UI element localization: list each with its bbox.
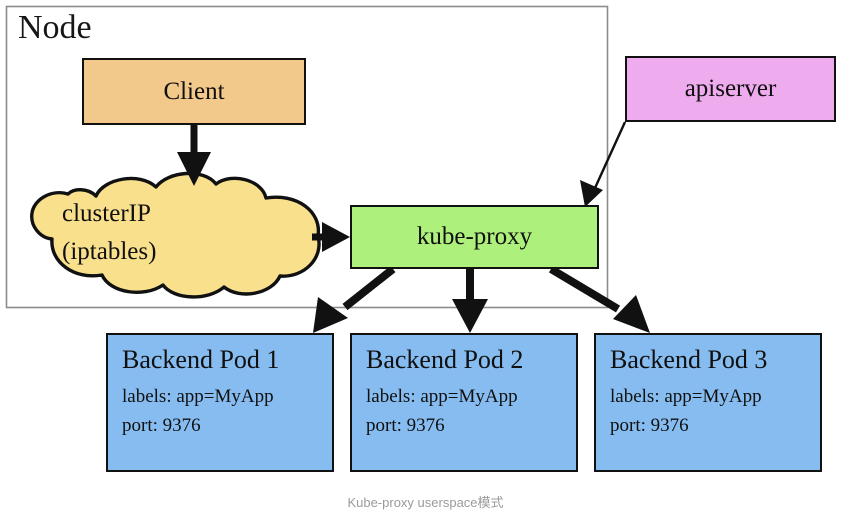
pod-title: Backend Pod 3: [610, 345, 768, 374]
kube-proxy-label: kube-proxy: [416, 223, 533, 250]
pod-details: labels: app=MyApp port: 9376: [122, 382, 274, 440]
edge-kubeproxy-to-pod-2: [452, 269, 488, 333]
backend-pod-1-box[interactable]: Backend Pod 1 labels: app=MyApp port: 93…: [106, 333, 334, 472]
node-title: Node: [18, 9, 92, 46]
apiserver-label: apiserver: [684, 75, 777, 102]
pod-details: labels: app=MyApp port: 9376: [366, 382, 518, 440]
backend-pod-3-box[interactable]: Backend Pod 3 labels: app=MyApp port: 93…: [594, 333, 822, 472]
edge-kubeproxy-to-pod-3: [548, 265, 650, 333]
figure-caption: Kube-proxy userspace模式: [347, 495, 504, 510]
pod-port: port: 9376: [122, 415, 201, 436]
pod-title: Backend Pod 2: [366, 345, 524, 374]
edge-apiserver-to-kubeproxy: [580, 121, 627, 207]
cluster-ip-cloud: [30, 171, 321, 299]
pod-port: port: 9376: [366, 415, 445, 436]
client-box[interactable]: Client: [82, 58, 306, 125]
apiserver-box[interactable]: apiserver: [625, 56, 836, 122]
pod-title: Backend Pod 1: [122, 345, 280, 374]
node-boundary-rect: [5, 5, 609, 309]
pod-labels: labels: app=MyApp: [610, 386, 762, 407]
backend-pod-2-box[interactable]: Backend Pod 2 labels: app=MyApp port: 93…: [350, 333, 578, 472]
pod-port: port: 9376: [610, 415, 689, 436]
pod-labels: labels: app=MyApp: [366, 386, 518, 407]
edge-clusterip-to-kubeproxy: [312, 222, 350, 252]
client-label: Client: [163, 77, 225, 105]
edge-kubeproxy-to-pod-1: [313, 265, 396, 333]
edge-client-to-clusterip: [177, 125, 211, 186]
pod-labels: labels: app=MyApp: [122, 386, 274, 407]
pod-details: labels: app=MyApp port: 9376: [610, 382, 762, 440]
kube-proxy-box[interactable]: kube-proxy: [350, 205, 599, 269]
